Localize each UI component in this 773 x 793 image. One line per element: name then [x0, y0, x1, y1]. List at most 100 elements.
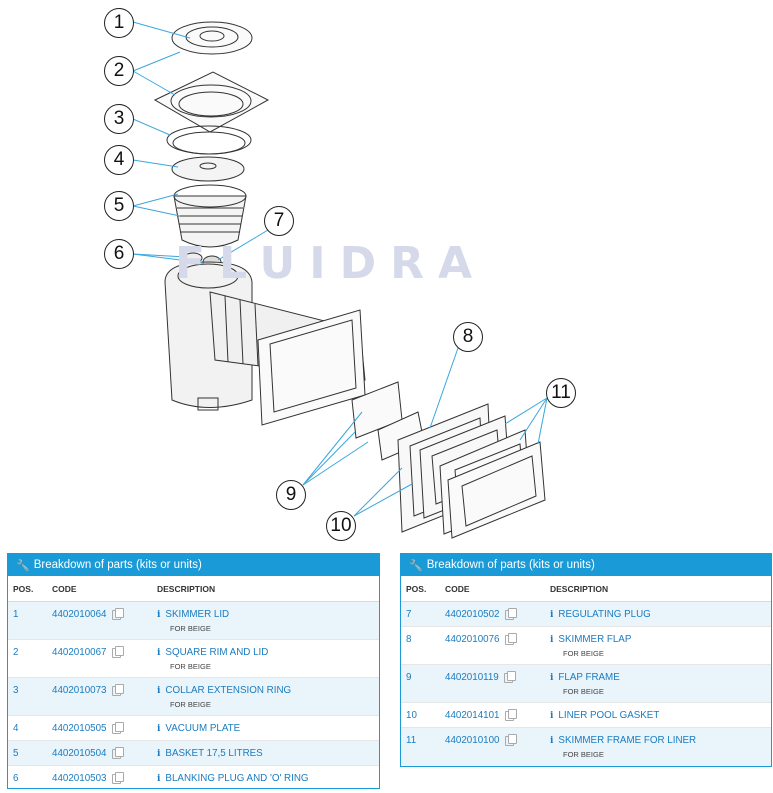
copy-icon[interactable] [111, 721, 124, 734]
row-code-link[interactable]: 4402010064 [52, 609, 107, 620]
info-icon[interactable]: i [550, 634, 554, 645]
callout-4: 4 [104, 145, 134, 175]
callout-11: 11 [546, 378, 576, 408]
info-icon[interactable]: i [157, 723, 161, 734]
table-head: POS. CODE DESCRIPTION [401, 576, 771, 602]
callout-6: 6 [104, 239, 134, 269]
info-icon[interactable]: i [157, 647, 161, 658]
callout-10: 10 [326, 511, 356, 541]
row-pos: 10 [406, 710, 417, 721]
parts-table-title: Breakdown of parts (kits or units) [33, 559, 202, 571]
table-row: 10 4402014101 i LINER POOL GASKET [401, 703, 771, 728]
row-code-link[interactable]: 4402010502 [445, 609, 500, 620]
table-row: 9 4402010119 i FLAP FRAME FOR BEIGE [401, 665, 771, 703]
table-row: 3 4402010073 i COLLAR EXTENSION RING FOR … [8, 678, 379, 716]
copy-icon[interactable] [111, 683, 124, 696]
row-pos: 5 [13, 748, 19, 759]
row-code-link[interactable]: 4402010503 [52, 773, 107, 784]
row-code-link[interactable]: 4402014101 [445, 710, 500, 721]
table-head: POS. CODE DESCRIPTION [8, 576, 379, 602]
table-row: 5 4402010504 i BASKET 17,5 LITRES [8, 741, 379, 766]
callout-9: 9 [276, 480, 306, 510]
row-desc-link[interactable]: REGULATING PLUG [558, 609, 651, 620]
brand-watermark: FLUIDRA [175, 238, 487, 289]
row-desc-link[interactable]: COLLAR EXTENSION RING [165, 685, 292, 696]
parts-table-title: Breakdown of parts (kits or units) [426, 559, 595, 571]
parts-table-right: 🔧 Breakdown of parts (kits or units) POS… [400, 553, 772, 767]
info-icon[interactable]: i [157, 773, 161, 784]
info-icon[interactable]: i [157, 685, 161, 696]
col-code: CODE [52, 583, 77, 594]
copy-icon[interactable] [504, 607, 517, 620]
info-icon[interactable]: i [157, 748, 161, 759]
row-pos: 4 [13, 723, 19, 734]
info-icon[interactable]: i [550, 672, 554, 683]
col-desc: DESCRIPTION [550, 583, 609, 594]
copy-icon[interactable] [504, 733, 517, 746]
row-desc-link[interactable]: SQUARE RIM AND LID [165, 647, 269, 658]
row-desc-link[interactable]: SKIMMER FLAP [558, 634, 632, 645]
wrench-icon: 🔧 [409, 559, 423, 572]
parts-table-header: 🔧 Breakdown of parts (kits or units) [401, 554, 771, 576]
row-pos: 2 [13, 647, 19, 658]
copy-icon[interactable] [504, 708, 517, 721]
row-pos: 3 [13, 685, 19, 696]
row-pos: 7 [406, 609, 412, 620]
parts-table-left: 🔧 Breakdown of parts (kits or units) POS… [7, 553, 380, 789]
callout-5: 5 [104, 191, 134, 221]
parts-table-header: 🔧 Breakdown of parts (kits or units) [8, 554, 379, 576]
row-desc-link[interactable]: SKIMMER FRAME FOR LINER [558, 735, 697, 746]
row-sub: FOR BEIGE [170, 624, 211, 633]
row-sub: FOR BEIGE [563, 649, 604, 658]
row-code-link[interactable]: 4402010119 [445, 672, 499, 683]
exploded-parts-diagram: FLUIDRA 1 2 3 4 5 6 7 8 9 10 11 [104, 8, 576, 541]
copy-icon[interactable] [111, 607, 124, 620]
row-pos: 9 [406, 672, 412, 683]
table-row: 6 4402010503 i BLANKING PLUG AND 'O' RING [8, 766, 379, 791]
copy-icon[interactable] [111, 645, 124, 658]
row-sub: FOR BEIGE [170, 700, 211, 709]
row-pos: 6 [13, 773, 19, 784]
callout-2: 2 [104, 56, 134, 86]
row-code-link[interactable]: 4402010504 [52, 748, 107, 759]
wrench-icon: 🔧 [16, 559, 30, 572]
copy-icon[interactable] [111, 771, 124, 784]
table-row: 8 4402010076 i SKIMMER FLAP FOR BEIGE [401, 627, 771, 665]
info-icon[interactable]: i [550, 735, 554, 746]
copy-icon[interactable] [111, 746, 124, 759]
row-code-link[interactable]: 4402010076 [445, 634, 500, 645]
row-pos: 8 [406, 634, 412, 645]
row-pos: 11 [406, 735, 417, 746]
row-desc-link[interactable]: BASKET 17,5 LITRES [165, 748, 263, 759]
row-sub: FOR BEIGE [563, 687, 604, 696]
row-desc-link[interactable]: SKIMMER LID [165, 609, 230, 620]
row-code-link[interactable]: 4402010505 [52, 723, 107, 734]
copy-icon[interactable] [504, 632, 517, 645]
row-pos: 1 [13, 609, 19, 620]
col-pos: POS. [406, 583, 427, 594]
row-desc-link[interactable]: BLANKING PLUG AND 'O' RING [165, 773, 309, 784]
col-desc: DESCRIPTION [157, 583, 216, 594]
table-row: 2 4402010067 i SQUARE RIM AND LID FOR BEI… [8, 640, 379, 678]
row-code-link[interactable]: 4402010100 [445, 735, 500, 746]
table-row: 1 4402010064 i SKIMMER LID FOR BEIGE [8, 602, 379, 640]
skimmer-exploded-drawing [132, 21, 548, 539]
row-desc-link[interactable]: LINER POOL GASKET [558, 710, 660, 721]
table-row: 4 4402010505 i VACUUM PLATE [8, 716, 379, 741]
info-icon[interactable]: i [550, 609, 554, 620]
row-code-link[interactable]: 4402010067 [52, 647, 107, 658]
row-desc-link[interactable]: FLAP FRAME [558, 672, 620, 683]
callout-8: 8 [453, 322, 483, 352]
row-desc-link[interactable]: VACUUM PLATE [165, 723, 241, 734]
row-sub: FOR BEIGE [563, 750, 604, 759]
table-row: 7 4402010502 i REGULATING PLUG [401, 602, 771, 627]
col-pos: POS. [13, 583, 34, 594]
info-icon[interactable]: i [550, 710, 554, 721]
table-row: 11 4402010100 i SKIMMER FRAME FOR LINER F… [401, 728, 771, 766]
row-sub: FOR BEIGE [170, 662, 211, 671]
callout-3: 3 [104, 104, 134, 134]
copy-icon[interactable] [503, 670, 516, 683]
callout-1: 1 [104, 8, 134, 38]
row-code-link[interactable]: 4402010073 [52, 685, 107, 696]
info-icon[interactable]: i [157, 609, 161, 620]
